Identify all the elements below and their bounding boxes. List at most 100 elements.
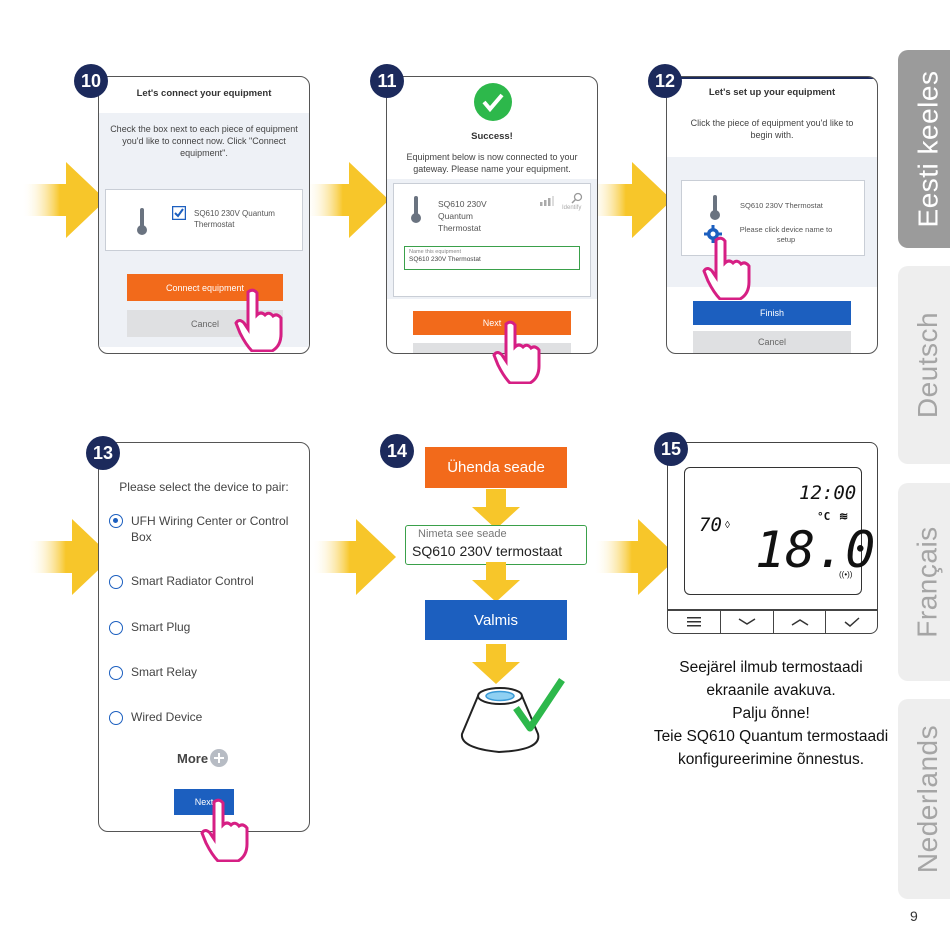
checkbox-checked-icon[interactable] [172, 206, 186, 220]
pointing-hand-icon [492, 320, 541, 384]
up-button[interactable] [774, 610, 826, 633]
option-label: Wired Device [131, 710, 203, 724]
connect-equipment-button[interactable]: Connect equipment [127, 274, 283, 301]
caption-line: ekraanile avakuva. [706, 682, 836, 699]
option-smart-relay[interactable]: Smart Relay [109, 665, 197, 680]
pointing-hand-icon [200, 798, 249, 862]
flow-arrow-icon [588, 162, 672, 238]
option-wired-device[interactable]: Wired Device [109, 710, 202, 725]
caption-line: Palju õnne! [732, 705, 810, 722]
flow-arrow-icon [28, 519, 112, 595]
step-badge-13: 13 [86, 436, 120, 470]
device-name: SQ610 230V Quantum Thermostat [438, 199, 487, 233]
device-card[interactable]: SQ610 230V Quantum Thermostat Identify N… [393, 183, 591, 297]
down-arrow-icon [472, 644, 520, 684]
finish-button[interactable]: Finish [693, 301, 851, 325]
next-button[interactable]: Next [413, 311, 571, 335]
option-smart-plug[interactable]: Smart Plug [109, 620, 190, 635]
field-label: Name this equipment [409, 249, 461, 255]
header-accent [667, 77, 877, 79]
menu-icon [687, 616, 701, 626]
step-badge-12: 12 [648, 64, 682, 98]
thermostat-device: 12:00 °C ≋ 70 ◊ 18.0 ((•)) [667, 442, 878, 634]
radio-icon[interactable] [109, 711, 123, 725]
lcd-temperature: 18.0 [755, 521, 876, 579]
lcd-humidity: 70 [699, 514, 722, 536]
check-icon [844, 616, 859, 627]
radio-icon[interactable] [109, 621, 123, 635]
option-label: Smart Radiator Control [131, 574, 254, 588]
success-title: Success! [471, 131, 513, 142]
more-label: More [177, 750, 209, 766]
tab-nederlands[interactable]: Nederlands [898, 699, 950, 899]
option-label: Smart Plug [131, 620, 191, 634]
phone-screen-step-10: Let's connect your equipment Check the b… [98, 76, 310, 354]
device-name-field[interactable]: Nimeta see seade SQ610 230V termostaat [405, 525, 587, 565]
lcd-time: 12:00 [799, 482, 857, 504]
down-arrow-icon [472, 562, 520, 602]
instruction-text: Check the box next to each piece of equi… [110, 124, 298, 158]
down-button[interactable] [721, 610, 774, 633]
phone-screen-step-13: Please select the device to pair: UFH Wi… [98, 442, 310, 832]
gateway-device-icon [460, 678, 565, 754]
tab-deutsch[interactable]: Deutsch [898, 266, 950, 464]
device-name: SQ610 230V Thermostat [740, 201, 823, 210]
flow-arrow-icon [305, 162, 389, 238]
option-smart-radiator-control[interactable]: Smart Radiator Control [109, 574, 254, 589]
flow-arrow-icon [312, 519, 396, 595]
menu-button[interactable] [668, 610, 721, 633]
device-card[interactable]: SQ610 230V Thermostat Please click devic… [681, 180, 865, 256]
device-card[interactable]: SQ610 230V Quantum Thermostat [105, 189, 303, 251]
field-label: Nimeta see seade [418, 528, 507, 540]
field-value: SQ610 230V Thermostat [409, 256, 481, 263]
caption-line: konfigureerimine õnnestus. [677, 751, 865, 768]
success-check-icon [474, 83, 512, 121]
setup-hint: Please click device name to setup [739, 225, 833, 244]
plus-circle-icon [210, 749, 229, 767]
radio-icon[interactable] [109, 666, 123, 680]
radio-selected-icon[interactable] [109, 514, 123, 528]
instruction-text: Equipment below is now connected to your… [406, 152, 578, 174]
radio-icon[interactable] [109, 575, 123, 589]
tab-label: Nederlands [912, 724, 944, 874]
equipment-name-field[interactable]: Name this equipment SQ610 230V Thermosta… [404, 246, 580, 270]
caption-line: Teie SQ610 Quantum termostaadi [653, 728, 889, 745]
page-number: 9 [910, 908, 918, 924]
signal-strength-icon [540, 196, 554, 206]
option-label: Smart Relay [131, 665, 198, 679]
tab-francais[interactable]: Français [898, 483, 950, 681]
success-caption: Seejärel ilmub termostaadi ekraanile ava… [640, 656, 902, 771]
identify-search-icon[interactable] [571, 192, 583, 204]
tab-label: Deutsch [912, 311, 943, 419]
step-badge-10: 10 [74, 64, 108, 98]
tab-label: Eesti keeles [912, 70, 943, 228]
done-box: Valmis [425, 600, 567, 640]
more-button[interactable]: More [177, 749, 229, 767]
lcd-unit: °C [817, 510, 831, 523]
humidity-drop-icon: ◊ [725, 520, 730, 531]
cancel-button[interactable] [413, 343, 571, 353]
heating-icon: ≋ [839, 511, 849, 523]
instruction-text: Click the piece of equipment you'd like … [690, 118, 854, 140]
pair-prompt: Please select the device to pair: [119, 480, 289, 494]
option-ufh-wiring-center[interactable]: UFH Wiring Center or Control Box [109, 513, 299, 545]
screen-title: Let's connect your equipment [136, 88, 272, 99]
down-arrow-icon [472, 489, 520, 529]
device-name: SQ610 230V Quantum Thermostat [194, 209, 275, 229]
tab-eesti-keeles[interactable]: Eesti keeles [898, 50, 950, 248]
field-value: SQ610 230V termostaat [412, 543, 563, 559]
confirm-button[interactable] [826, 610, 877, 633]
caption-line: Seejärel ilmub termostaadi [679, 659, 863, 676]
cancel-button[interactable]: Cancel [693, 331, 851, 353]
chevron-up-icon [791, 618, 808, 626]
thermometer-icon [710, 195, 720, 220]
step-badge-11: 11 [370, 64, 404, 98]
thermometer-icon [411, 196, 421, 223]
gear-icon[interactable] [704, 225, 722, 243]
wireless-signal-icon: ((•)) [839, 570, 853, 579]
step-badge-14: 14 [380, 434, 414, 468]
pointing-hand-icon [234, 288, 283, 352]
chevron-down-icon [738, 617, 756, 625]
option-label: UFH Wiring Center or Control Box [131, 514, 289, 544]
flow-arrow-icon [22, 162, 106, 238]
